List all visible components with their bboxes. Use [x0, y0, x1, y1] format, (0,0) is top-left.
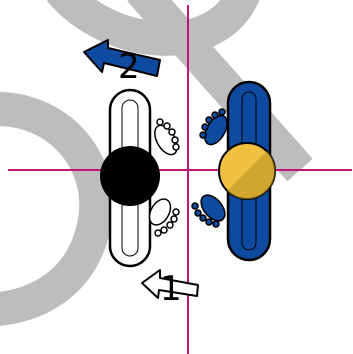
track-band-left	[0, 109, 96, 310]
step-2-label: 2	[118, 47, 140, 87]
left-axle	[100, 146, 160, 206]
footprint-icon	[192, 191, 230, 227]
footprint-icon	[150, 119, 182, 158]
left-skate	[100, 90, 182, 266]
arrow-1: 1	[142, 269, 198, 309]
step-1-label: 1	[160, 269, 182, 309]
